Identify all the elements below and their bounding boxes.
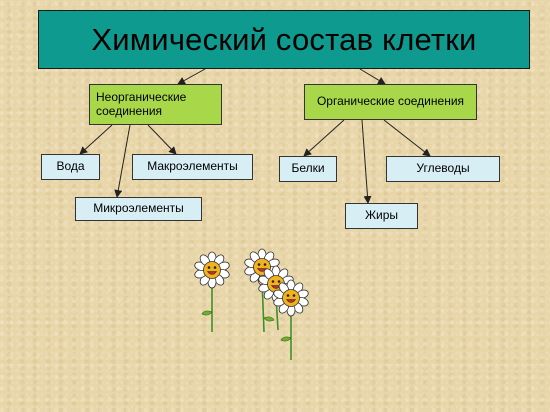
item-fats: Жиры [345, 203, 418, 229]
arrow-organic-to-proteins [303, 119, 345, 157]
item-water: Вода [41, 154, 100, 180]
arrow-inorganic-to-water [79, 124, 113, 155]
item-proteins: Белки [279, 156, 337, 182]
page-title: Химический состав клетки [38, 10, 530, 69]
arrow-inorganic-to-macro [147, 124, 177, 155]
arrow-organic-to-fats [361, 119, 372, 204]
arrow-organic-to-carbs [383, 119, 431, 157]
arrow-title-to-organic [359, 68, 386, 85]
category-organic: Органические соединения [304, 84, 477, 120]
category-inorganic: Неорганические соединения [89, 84, 222, 125]
arrow-inorganic-to-micro [114, 124, 131, 198]
item-carbohydrates: Углеводы [386, 156, 500, 182]
flower-1 [193, 251, 231, 289]
item-microelements: Микроэлементы [75, 197, 202, 221]
arrow-title-to-inorganic [177, 68, 206, 85]
item-macroelements: Макроэлементы [132, 154, 253, 180]
